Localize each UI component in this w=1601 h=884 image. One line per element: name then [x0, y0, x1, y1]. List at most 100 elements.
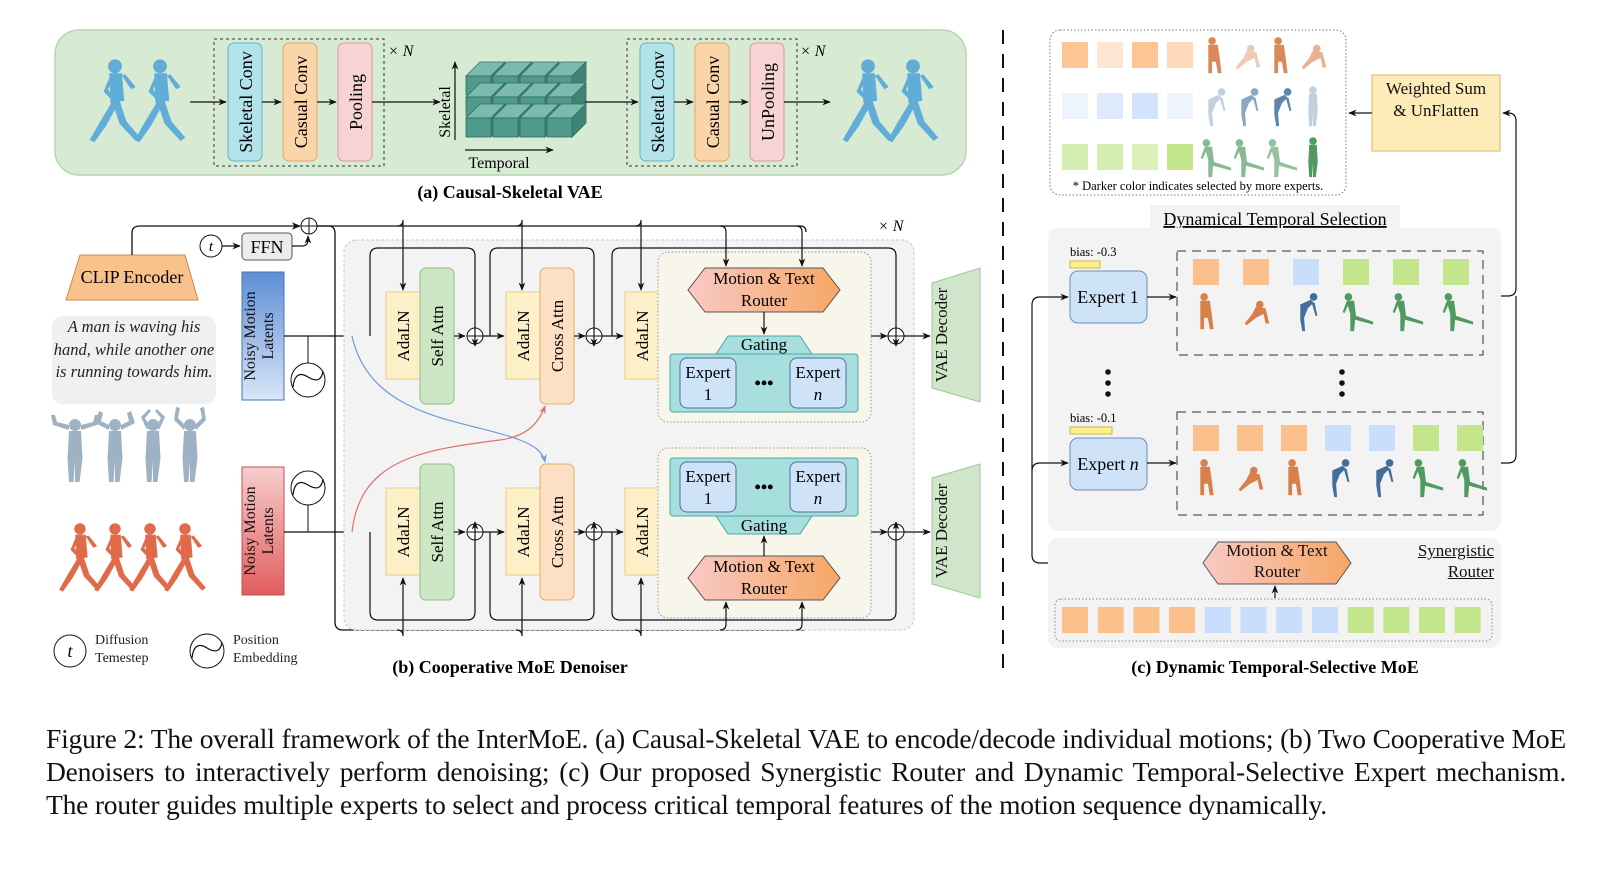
summary-token-orange [1062, 42, 1088, 68]
expert-1-selection-box [1176, 250, 1484, 356]
input-token-orange [1169, 607, 1196, 633]
panel-a: × N Skeletal Conv Casual Conv Pooling Sk… [54, 29, 967, 203]
input-token-blue [1204, 607, 1231, 633]
noisy-latents-person-a [241, 271, 285, 401]
adaln-1-b-label: AdaLN [394, 507, 413, 558]
prompt-text: A man is waving his hand, while another … [53, 317, 215, 381]
decoder-casual-conv-label: Casual Conv [703, 56, 723, 149]
expert-1-b [679, 461, 737, 513]
summary-token-blue [1097, 93, 1123, 119]
svg-text:Expert 1: Expert 1 [1077, 287, 1138, 307]
svg-text:1: 1 [704, 489, 713, 508]
adaln-2-a [505, 291, 542, 380]
input-token-orange [1133, 607, 1160, 633]
panel-c-title: (c) Dynamic Temporal-Selective MoE [1131, 657, 1418, 678]
svg-text:t: t [209, 239, 214, 255]
selected-token-orange [1193, 259, 1219, 285]
summary-note: * Darker color indicates selected by mor… [1073, 179, 1324, 193]
input-token-orange [1097, 607, 1124, 633]
gating-a-label: Gating [741, 335, 788, 354]
framework-figure: × N Skeletal Conv Casual Conv Pooling Sk… [51, 29, 1517, 678]
expert-n-row: bias: -0.1 Expert n [1069, 411, 1488, 516]
synergistic-router-label: Motion & Text Router [1226, 541, 1328, 581]
svg-text:Expert: Expert [795, 363, 841, 382]
synergistic-router-block [1202, 541, 1352, 585]
adaln-1-b [385, 487, 422, 576]
svg-text:Router: Router [741, 291, 788, 310]
router-b-label: Motion & Text [713, 557, 815, 576]
summary-token-green [1132, 144, 1158, 170]
cross-interaction-arrow-red [351, 405, 546, 533]
encoder-skeletal-conv-label: Skeletal Conv [236, 51, 256, 153]
selected-token-orange [1281, 425, 1307, 451]
running-figures [59, 523, 206, 592]
decoder-repeat-box [626, 38, 798, 167]
vertical-ellipsis [1105, 369, 1345, 397]
input-token-green [1383, 607, 1410, 633]
summary-token-orange [1097, 42, 1123, 68]
expert-1-bias-bar [1069, 260, 1101, 269]
expert-1-row: bias: -0.3 Expert 1 [1069, 245, 1484, 356]
adaln-3-a [624, 291, 660, 380]
summary-token-green [1167, 144, 1193, 170]
adaln-2-b [505, 487, 542, 576]
input-token-orange [1062, 607, 1088, 633]
legend-timestep-icon [53, 634, 87, 668]
position-embedding-a [290, 362, 326, 398]
expert-1-a [679, 357, 737, 409]
latent-axis-skeletal: Skeletal [437, 86, 454, 138]
expert-n-label: Expert n [1077, 454, 1138, 474]
expert-1-bias: bias: -0.3 [1070, 245, 1117, 259]
expert-n-a [789, 357, 847, 409]
selected-token-blue [1369, 425, 1395, 451]
cross-attn-a-label: Cross Attn [548, 299, 567, 372]
selected-token-green [1443, 259, 1469, 285]
summary-token-blue [1132, 93, 1158, 119]
selection-summary-box [1049, 29, 1347, 196]
figure-caption: Figure 2: The overall framework of the I… [46, 723, 1566, 820]
prompt-bubble [52, 316, 216, 404]
summary-token-blue [1062, 93, 1088, 119]
svg-text:n: n [814, 489, 823, 508]
vae-decoder-a [931, 267, 981, 403]
summary-token-orange [1132, 42, 1158, 68]
adaln-3-b-label: AdaLN [633, 507, 652, 558]
latent-axis-temporal: Temporal [468, 155, 530, 172]
waving-figures [51, 407, 206, 482]
router-a-label: Motion & Text [713, 269, 815, 288]
position-embedding-b [290, 470, 326, 506]
input-token-blue [1240, 607, 1267, 633]
adaln-2-b-label: AdaLN [514, 507, 533, 558]
weighted-sum-label: Weighted Sum & UnFlatten [1385, 79, 1487, 120]
expert-n-block [1069, 437, 1148, 491]
selected-token-green [1457, 425, 1483, 451]
selected-token-blue [1325, 425, 1351, 451]
encoder-casual-conv-label: Casual Conv [291, 56, 311, 149]
input-token-blue [1276, 607, 1303, 633]
router-b [687, 555, 841, 601]
panel-b-title: (b) Cooperative MoE Denoiser [392, 657, 627, 678]
summary-token-blue [1167, 93, 1193, 119]
selected-token-green [1413, 425, 1439, 451]
expert-n-selection-box [1176, 411, 1484, 516]
legend-timestep-label: Diffusion Temestep [95, 633, 149, 666]
clip-encoder [65, 254, 199, 301]
expert-ellipsis-b: ••• [755, 477, 774, 497]
cross-interaction-arrow-blue [351, 335, 547, 463]
selected-token-orange [1237, 425, 1263, 451]
adaln-3-b [624, 487, 660, 576]
decoder-skeletal-conv-label: Skeletal Conv [648, 51, 668, 153]
weighted-sum-block [1371, 74, 1501, 152]
adaln-3-a-label: AdaLN [633, 311, 652, 362]
latent-cell [546, 103, 587, 138]
vae-decoder-b [931, 463, 981, 599]
gating-b-label: Gating [741, 516, 788, 535]
svg-text:Expert: Expert [685, 467, 731, 486]
input-token-sequence [1054, 598, 1493, 642]
input-token-green [1454, 607, 1481, 633]
summary-token-green [1062, 144, 1088, 170]
svg-text:1: 1 [704, 385, 713, 404]
expert-n-b [789, 461, 847, 513]
latent-cube: Skeletal Temporal [437, 61, 587, 172]
panel-a-title: (a) Causal-Skeletal VAE [417, 182, 602, 203]
